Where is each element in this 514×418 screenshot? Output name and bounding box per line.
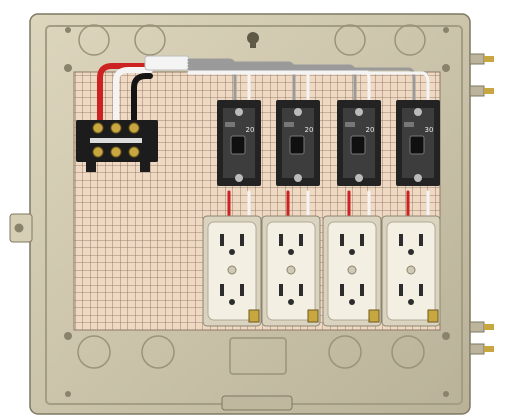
main-terminal-block — [76, 120, 158, 172]
wiring — [97, 55, 430, 220]
breaker-toggle — [350, 135, 366, 155]
bottom-latch — [221, 395, 293, 411]
plate-screws — [64, 27, 450, 397]
breaker-rating-label: 20 — [246, 126, 255, 134]
breaker-rating-label: 20 — [366, 126, 375, 134]
outlet-3 — [322, 215, 382, 327]
breaker-rating-label: 20 — [305, 126, 314, 134]
breaker-2: 20 — [276, 100, 320, 186]
outlet-1 — [202, 215, 262, 327]
feed-wire-black — [131, 73, 153, 123]
left-mount-hole — [14, 223, 24, 233]
breaker-4: 30 — [396, 100, 440, 186]
right-fittings — [469, 53, 494, 355]
breaker-toggle — [230, 135, 246, 155]
breaker-toggle — [409, 135, 425, 155]
keyhole-mounts — [247, 32, 259, 48]
breaker-row: 20 20 20 30 — [217, 100, 440, 186]
breaker-toggle — [289, 135, 305, 155]
knockouts — [77, 24, 426, 375]
breaker-3: 20 — [337, 100, 381, 186]
terminal-screws — [92, 122, 140, 158]
outlet-row — [202, 215, 441, 327]
outlet-4 — [381, 215, 441, 327]
breaker-1: 20 — [217, 100, 261, 186]
bus-wire-white-4 — [187, 71, 430, 102]
feed-wire-red — [97, 63, 153, 123]
breaker-rating-label: 30 — [425, 126, 434, 134]
feed-wire-white — [113, 67, 153, 123]
cable-sleeve — [144, 55, 190, 71]
outlet-2 — [261, 215, 321, 327]
